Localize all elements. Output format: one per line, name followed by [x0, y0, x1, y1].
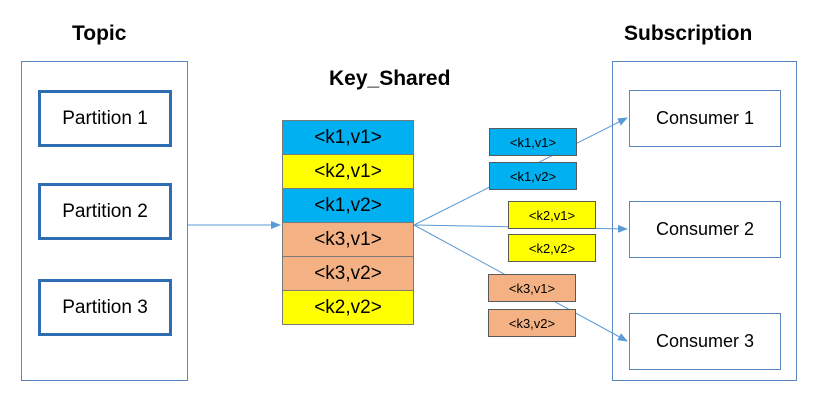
partition-3: Partition 3 — [38, 279, 172, 336]
consumer-2-message-2: <k2,v2> — [508, 234, 596, 262]
queue-message-6: <k2,v2> — [282, 290, 414, 325]
queue-message-4: <k3,v1> — [282, 222, 414, 257]
queue-message-2: <k2,v1> — [282, 154, 414, 189]
message-queue: <k1,v1> <k2,v1> <k1,v2> <k3,v1> <k3,v2> … — [282, 120, 414, 325]
consumer-2-message-1: <k2,v1> — [508, 201, 596, 229]
partition-1-label: Partition 1 — [62, 107, 148, 129]
consumer-2-label: Consumer 2 — [655, 219, 755, 239]
queue-message-1: <k1,v1> — [282, 120, 414, 155]
partition-2-label: Partition 2 — [62, 200, 148, 222]
consumer-3-label: Consumer 3 — [655, 331, 755, 351]
topic-heading: Topic — [72, 22, 127, 45]
consumer-1: Consumer 1 — [629, 90, 781, 147]
queue-message-3: <k1,v2> — [282, 188, 414, 223]
consumer-1-message-2: <k1,v2> — [489, 162, 577, 190]
subscription-heading: Subscription — [624, 22, 753, 45]
consumer-3: Consumer 3 — [629, 313, 781, 370]
key-shared-heading: Key_Shared — [329, 67, 451, 90]
partition-2: Partition 2 — [38, 183, 172, 240]
consumer-1-label: Consumer 1 — [655, 108, 755, 128]
consumer-2: Consumer 2 — [629, 201, 781, 258]
consumer-3-message-2: <k3,v2> — [488, 309, 576, 337]
partition-3-label: Partition 3 — [62, 296, 148, 318]
consumer-1-message-1: <k1,v1> — [489, 128, 577, 156]
partition-1: Partition 1 — [38, 90, 172, 147]
consumer-3-message-1: <k3,v1> — [488, 274, 576, 302]
queue-message-5: <k3,v2> — [282, 256, 414, 291]
